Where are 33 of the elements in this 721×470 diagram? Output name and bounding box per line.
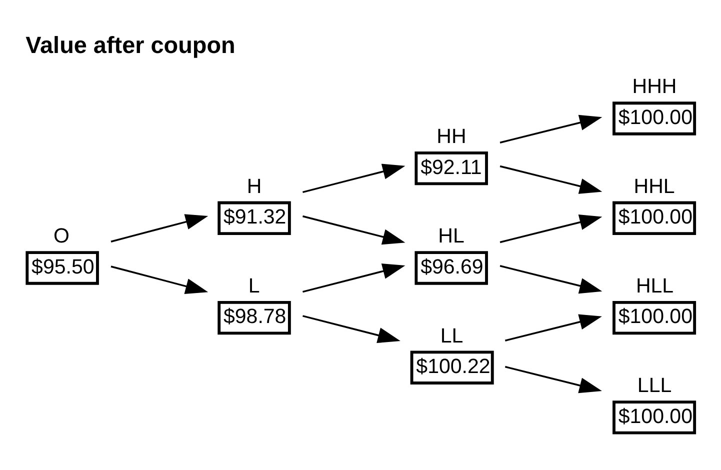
node-box: $100.00 xyxy=(612,400,696,434)
node-label: LLL xyxy=(637,374,672,398)
node-label: HHH xyxy=(632,75,677,98)
node-box: $98.78 xyxy=(218,300,291,335)
arrow xyxy=(500,214,602,244)
arrow xyxy=(302,164,406,194)
node-box: $92.11 xyxy=(414,151,488,186)
arrow xyxy=(302,263,406,293)
node-box: $100.00 xyxy=(612,300,696,335)
arrow xyxy=(302,315,400,344)
node-label: LL xyxy=(440,324,464,348)
arrow xyxy=(302,215,406,245)
node-box: $100.00 xyxy=(612,201,696,235)
node-box: $96.69 xyxy=(414,251,488,285)
arrow xyxy=(500,114,602,144)
arrow xyxy=(500,265,602,294)
node-label: O xyxy=(54,224,70,248)
node-label: HLL xyxy=(636,274,674,298)
arrow xyxy=(110,214,208,242)
arrow xyxy=(504,314,602,342)
node-box: $95.50 xyxy=(26,251,99,285)
node-label: L xyxy=(248,274,260,298)
arrow xyxy=(110,266,208,294)
node-label: HHL xyxy=(634,174,675,198)
node-box: $91.32 xyxy=(218,201,291,235)
node-label: HH xyxy=(436,124,466,148)
node-label: HL xyxy=(438,224,464,248)
diagram-title: Value after coupon xyxy=(26,32,236,58)
arrow xyxy=(504,366,602,394)
arrow xyxy=(500,165,602,194)
node-label: H xyxy=(246,174,262,198)
node-box: $100.22 xyxy=(410,350,494,384)
node-box: $100.00 xyxy=(612,102,696,136)
